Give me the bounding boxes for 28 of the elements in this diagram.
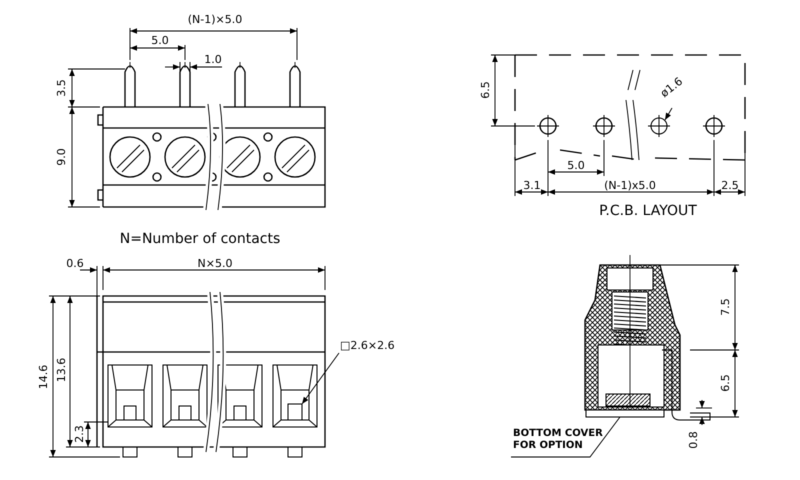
dimension-label: N×5.0 [198,258,232,270]
leader-line [302,352,340,404]
square-pin-hole [288,404,302,420]
dimension-label: 13.6 [56,358,68,382]
dimension-label: 1.0 [204,54,222,66]
dimension-label: □2.6×2.6 [340,340,395,352]
leader-line [510,416,620,458]
dimension-label: 3.5 [56,79,68,97]
dimension-label: 3.1 [523,180,541,192]
dimension-label: 2.3 [74,425,86,443]
leader-line [664,108,672,120]
dimension-label: (N-1)×5.0 [188,14,242,26]
note-text: BOTTOM COVER FOR OPTION [513,428,618,452]
dimension-label: 0.8 [688,431,700,449]
dimension-label: (N-1)x5.0 [604,180,656,192]
dimension-label: 6.5 [480,81,492,99]
dimension-label: 9.0 [56,148,68,166]
bottom-cover [586,410,664,418]
dimension-label: 14.6 [38,364,50,390]
dimension-label: 0.6 [66,258,84,270]
mounting-hole [650,118,668,134]
dimension-label: 2.5 [721,180,739,192]
dimension-label: 6.5 [720,374,732,392]
view-title: P.C.B. LAYOUT [599,203,697,219]
dimension-label: 5.0 [567,160,585,172]
dimension-label: 7.5 [720,298,732,316]
dimension-label: 5.0 [151,35,169,47]
note-text: N=Number of contacts [120,231,280,247]
